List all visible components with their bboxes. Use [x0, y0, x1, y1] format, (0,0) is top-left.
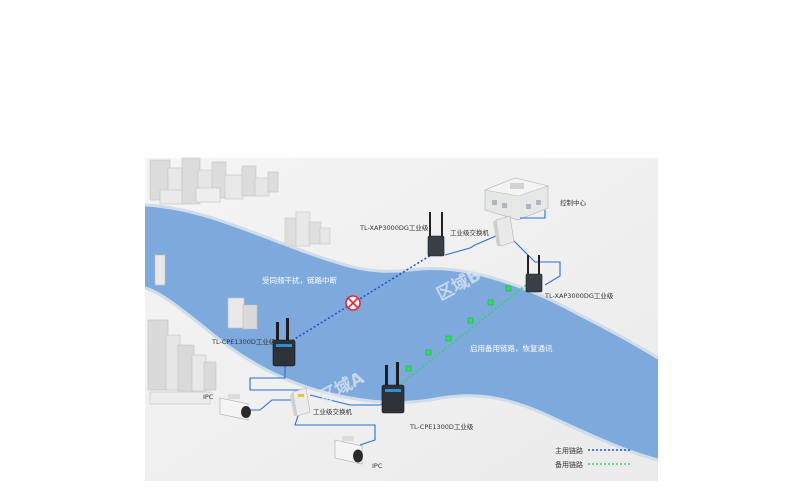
legend: 主用链路 备用链路 — [555, 446, 630, 469]
backup-signal-cubes — [405, 285, 512, 372]
ap-top-right-label: TL-XAP3000DG工业级 — [544, 291, 614, 300]
city-buildings-left — [147, 254, 258, 405]
ap-device-top-left — [427, 212, 445, 257]
control-center-label: 控制中心 — [560, 198, 587, 207]
ipc-camera-left — [219, 394, 251, 421]
ipc-bottom-label: IPC — [372, 462, 383, 470]
switch-bottom-label: 工业级交换机 — [313, 407, 353, 416]
city-buildings-top-left — [149, 157, 279, 205]
cpe-device-bottom — [381, 362, 405, 414]
switch-top-label: 工业级交换机 — [450, 228, 490, 237]
city-buildings-middle — [284, 211, 331, 247]
cpe-bottom-label: TL-CPE1300D工业级 — [409, 422, 474, 431]
switch-device-top — [493, 215, 515, 247]
control-center-building — [483, 177, 550, 221]
legend-main-link-label: 主用链路 — [555, 446, 583, 455]
ipc-left-label: IPC — [203, 393, 214, 401]
ap-device-top-right — [525, 255, 543, 293]
cable-switch-to-ap-right — [504, 231, 561, 286]
cable-cpe-to-switch — [249, 360, 305, 391]
cpe-left-label: TL-CPE1300D工业级 — [211, 337, 276, 346]
river — [145, 205, 658, 460]
ethernet-cables — [248, 210, 561, 446]
river-shore-north — [144, 203, 659, 360]
cable-switch-to-ap-left — [444, 231, 506, 256]
backup-enabled-label: 启用备用链路，恢复通讯 — [470, 343, 553, 353]
main-link-line — [284, 251, 437, 346]
cable-switch-to-ipc-bottom — [294, 409, 376, 446]
cable-switch-to-ipc-left — [248, 399, 300, 411]
ipc-camera-bottom — [334, 436, 363, 465]
ap-top-left-label: TL-XAP3000DG工业级 — [359, 223, 429, 232]
legend-backup-link-label: 备用链路 — [555, 460, 583, 469]
cpe-device-left — [272, 318, 296, 367]
backup-link-line — [395, 277, 536, 389]
interference-label: 受同频干扰，链路中断 — [262, 275, 337, 285]
switch-device-bottom — [290, 387, 311, 417]
link-failure-icon — [345, 295, 361, 311]
